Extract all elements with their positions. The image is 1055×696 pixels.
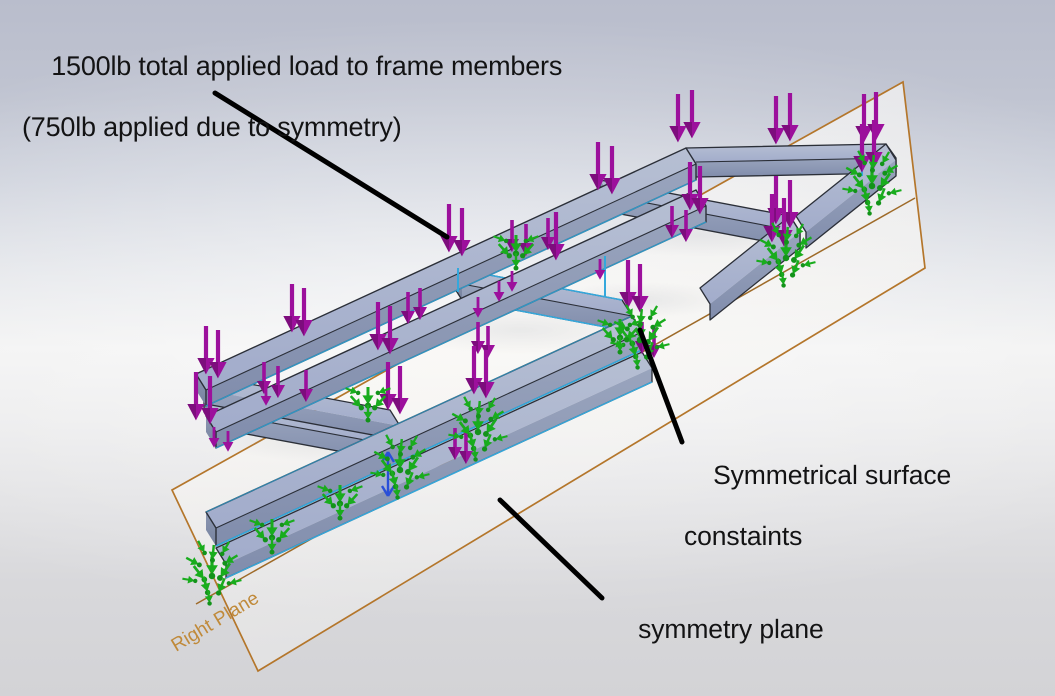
near-rail-b[interactable] xyxy=(215,351,653,579)
annotation-symmetry-plane: symmetry plane xyxy=(609,584,824,675)
annotation-symmetry-constraints: Symmetrical surface constaints xyxy=(684,430,951,611)
annotation-load-note: 1500lb total applied load to frame membe… xyxy=(22,20,562,205)
sym-constraints-line2: constaints xyxy=(684,520,803,551)
load-note-line1: 1500lb total applied load to frame membe… xyxy=(51,50,563,81)
load-note-line2: (750lb applied due to symmetry) xyxy=(22,112,402,143)
sym-constraints-line1: Symmetrical surface xyxy=(713,460,952,491)
leader-load-note xyxy=(212,90,450,240)
leader-sym-plane xyxy=(497,497,605,601)
sym-plane-label: symmetry plane xyxy=(638,614,824,645)
leader-lines xyxy=(212,90,685,601)
leader-sym-constraints xyxy=(637,327,685,445)
near-rail[interactable] xyxy=(205,315,643,547)
far-rail[interactable] xyxy=(195,147,697,407)
